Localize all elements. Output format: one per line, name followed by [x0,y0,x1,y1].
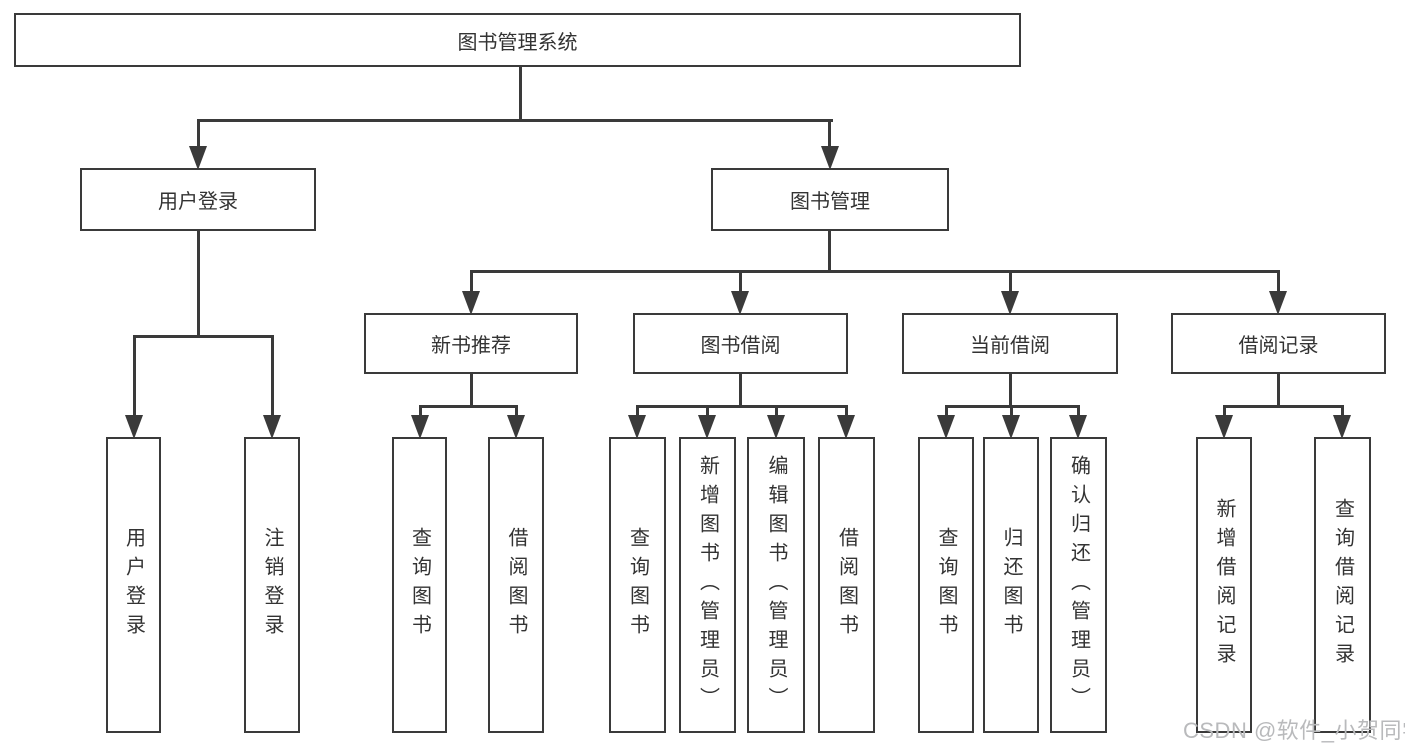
leaf-query-book-current-label: 查询图书 [935,527,957,643]
arrow-to-user-login [189,119,207,170]
arrow-to-borrow-records [1269,270,1287,315]
arrow-to-query-book-1 [411,405,429,439]
node-new-book-rec: 新书推荐 [364,313,578,374]
connector-new-book-rec-stub [469,373,473,408]
leaf-logout-label: 注销登录 [261,527,283,643]
arrow-to-return-book [1002,405,1020,439]
leaf-query-book-current: 查询图书 [918,437,974,733]
arrow-to-borrow-book-1 [507,405,525,439]
leaf-add-borrow-record: 新增借阅记录 [1196,437,1252,733]
connector-book-borrow-hline [635,405,848,408]
leaf-confirm-return-admin-label: 确认归还（管理员） [1067,454,1090,716]
node-current-borrow-label: 当前借阅 [970,335,1050,357]
connector-borrow-records-hline [1222,405,1344,408]
leaf-borrow-book: 借阅图书 [818,437,875,733]
leaf-query-book-borrow: 查询图书 [609,437,666,733]
leaf-user-login: 用户登录 [106,437,161,733]
leaf-return-book: 归还图书 [983,437,1039,733]
node-book-borrow-label: 图书借阅 [700,335,781,357]
connector-user-login-hline [132,335,274,338]
arrow-to-add-book [698,405,716,439]
arrow-to-book-borrow [731,270,749,315]
connector-book-borrow-stub [738,373,742,408]
leaf-add-book-admin-label: 新增图书（管理员） [696,454,719,716]
leaf-query-borrow-record-label: 查询借阅记录 [1331,498,1354,672]
arrow-to-query-borrow-record [1333,405,1351,439]
csdn-watermark: CSDN @软件_小贺同学 [1183,718,1405,743]
arrow-to-query-book-3 [937,405,955,439]
leaf-query-book-newrec: 查询图书 [392,437,447,733]
arrow-to-edit-book [767,405,785,439]
arrow-to-new-book-rec [462,270,480,315]
arrow-to-book-mgmt [820,119,839,170]
arrow-to-query-book-2 [628,405,646,439]
arrow-to-leaf-logout [263,335,281,439]
leaf-add-borrow-record-label: 新增借阅记录 [1213,498,1235,672]
node-book-borrow: 图书借阅 [633,313,848,374]
leaf-add-book-admin: 新增图书（管理员） [679,437,736,733]
connector-book-mgmt-stub [828,231,831,273]
leaf-logout: 注销登录 [244,437,300,733]
node-user-login: 用户登录 [80,168,316,231]
leaf-borrow-book-newrec: 借阅图书 [488,437,544,733]
leaf-query-book-borrow-label: 查询图书 [626,527,649,643]
node-root: 图书管理系统 [14,13,1021,67]
leaf-borrow-book-newrec-label: 借阅图书 [505,527,527,643]
arrow-to-current-borrow [1001,270,1019,315]
leaf-edit-book-admin-label: 编辑图书（管理员） [765,454,787,716]
connector-current-borrow-stub [1008,373,1012,408]
node-root-label: 图书管理系统 [457,31,578,54]
node-user-login-label: 用户登录 [158,191,238,213]
leaf-user-login-label: 用户登录 [122,527,145,643]
arrow-to-borrow-book-2 [837,405,855,439]
connector-user-login-stub [196,230,200,338]
leaf-edit-book-admin: 编辑图书（管理员） [747,437,805,733]
arrow-to-confirm-return [1069,405,1087,439]
connector-borrow-records-stub [1276,373,1280,408]
node-borrow-records: 借阅记录 [1171,313,1386,374]
connector-new-book-rec-hline [418,405,518,408]
node-book-mgmt-label: 图书管理 [790,191,870,213]
leaf-query-borrow-record: 查询借阅记录 [1314,437,1371,733]
leaf-return-book-label: 归还图书 [1000,527,1022,643]
node-borrow-records-label: 借阅记录 [1238,335,1319,357]
arrow-to-leaf-user-login [125,335,143,439]
leaf-query-book-newrec-label: 查询图书 [408,527,431,643]
node-new-book-rec-label: 新书推荐 [431,335,511,357]
arrow-to-add-borrow-record [1215,405,1233,439]
node-current-borrow: 当前借阅 [902,313,1118,374]
node-book-mgmt: 图书管理 [711,168,949,231]
connector-book-mgmt-hline [469,270,1280,273]
leaf-borrow-book-label: 借阅图书 [835,527,858,643]
leaf-confirm-return-admin: 确认归还（管理员） [1050,437,1107,733]
connector-root-hline [196,119,833,122]
connector-root-stub [519,67,522,122]
